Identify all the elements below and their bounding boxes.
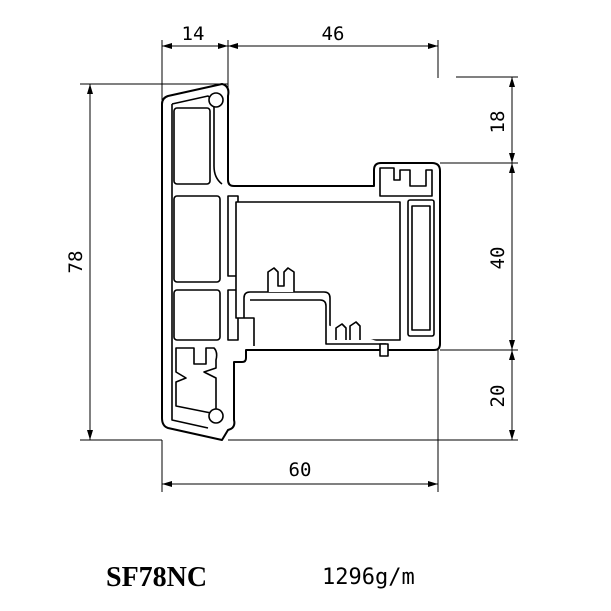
inner-lower-profile	[250, 267, 386, 345]
dim-label-20: 20	[487, 385, 509, 408]
dim-label-46: 46	[322, 23, 345, 45]
bottom-nub	[379, 343, 389, 357]
dim-label-78: 78	[65, 251, 87, 274]
chamber-bottom-left	[175, 347, 218, 415]
model-label: SF78NC	[106, 562, 207, 593]
chamber-slot-inner	[411, 205, 431, 331]
dim-label-18: 18	[487, 111, 509, 134]
dim-label-40: 40	[487, 247, 509, 270]
dim-label-14: 14	[182, 23, 205, 45]
chamber-main	[235, 201, 401, 341]
chamber-top-left	[173, 107, 211, 185]
profile-section	[161, 83, 441, 441]
groove-bottom	[208, 408, 224, 424]
extension-lines	[80, 40, 518, 492]
dimension-lines	[87, 43, 515, 487]
chamber-mid-left	[173, 195, 221, 283]
dim-label-60: 60	[289, 459, 312, 481]
lower-web	[244, 317, 255, 346]
hook-top-right	[379, 167, 433, 197]
tooth-pair	[335, 321, 361, 340]
groove-top	[208, 92, 224, 108]
chamber-lower-left	[173, 289, 221, 341]
weight-label: 1296g/m	[322, 565, 415, 590]
